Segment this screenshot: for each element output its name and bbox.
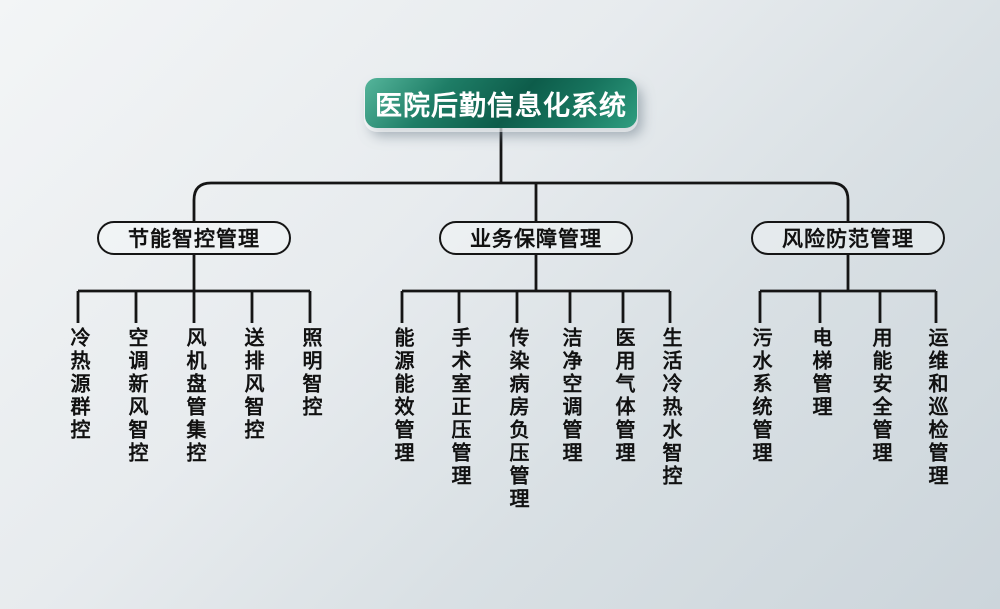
connector-branch2 [400,255,672,323]
branch-node-label: 风险防范管理 [782,228,914,251]
branch-node-risk-prevention: 风险防范管理 [751,221,945,255]
leaf-label: 医用气体管理 [612,327,634,465]
leaf-label: 洁净空调管理 [559,327,581,465]
leaf-label: 空调新风智控 [125,327,147,465]
leaf-label: 生活冷热水智控 [659,327,681,488]
branch-node-energy-saving-control: 节能智控管理 [97,221,291,255]
leaf-label: 电梯管理 [809,327,831,419]
leaf-label: 照明智控 [299,327,321,419]
root-node: 医院后勤信息化系统 [365,78,637,128]
root-node-label: 医院后勤信息化系统 [375,90,627,121]
branch-node-business-support: 业务保障管理 [439,221,633,255]
leaf-label: 冷热源群控 [67,327,89,442]
connector-branch1 [76,255,312,323]
leaf-label: 传染病房负压管理 [506,327,528,511]
branch-node-label: 节能智控管理 [128,228,260,251]
connector-branch3 [758,255,938,323]
connector-level1-bus [192,181,850,221]
leaf-label: 用能安全管理 [869,327,891,465]
branch-node-label: 业务保障管理 [470,228,602,251]
leaf-label: 污水系统管理 [749,327,771,465]
leaf-label: 送排风智控 [241,327,263,442]
leaf-label: 手术室正压管理 [448,327,470,488]
leaf-label: 风机盘管集控 [183,327,205,465]
leaf-label: 运维和巡检管理 [925,327,947,488]
leaf-label: 能源能效管理 [391,327,413,465]
